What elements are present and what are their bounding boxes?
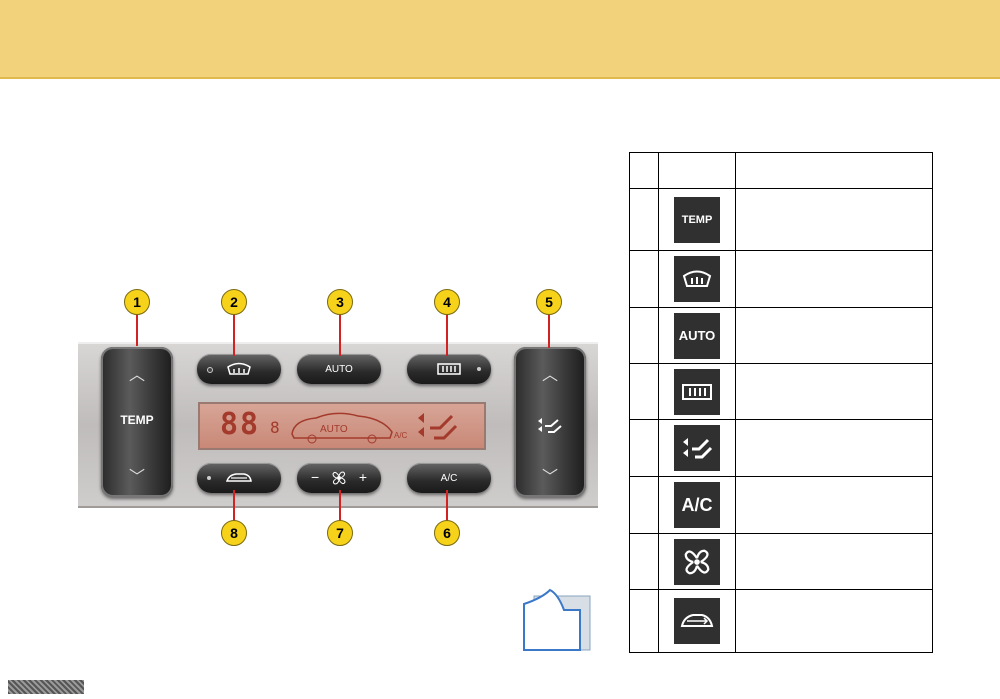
ac-icon-text: A/C [681,494,713,515]
callout-line [339,490,341,522]
legend-table: TEMP AUTO A/C [629,152,933,653]
callout-line [446,490,448,522]
table-cell [735,363,933,420]
callout-badge: 8 [221,520,247,546]
auto-icon-text: AUTO [678,328,716,343]
table-cell [629,188,659,251]
table-row: A/C [629,476,933,534]
table-cell [629,363,659,420]
temperature-decimal: 8 [270,418,280,437]
table-cell [629,152,659,189]
callout-badge: 4 [434,289,460,315]
air-distribution-icon [674,425,720,471]
table-row: AUTO [629,307,933,364]
table-row: TEMP [629,188,933,251]
fan-plus[interactable]: + [358,469,367,485]
table-cell [735,188,933,251]
table-cell [658,589,736,653]
air-distribution-icon [538,418,562,433]
table-row [629,250,933,308]
ac-button[interactable]: A/C [407,463,491,493]
callout-badge: 1 [124,289,150,315]
air-distribution-rocker[interactable]: ︿ ﹀ [514,347,586,497]
table-cell [658,152,736,189]
table-cell: AUTO [658,307,736,364]
table-cell [735,589,933,653]
lcd-auto-text: AUTO [320,424,348,435]
table-cell [629,250,659,308]
callout-line [136,310,138,346]
recirculation-button[interactable] [197,463,281,493]
windscreen-demist-icon [674,256,720,302]
windscreen-demist-icon [227,362,251,375]
indicator-light [207,367,213,373]
temp-icon: TEMP [674,196,720,243]
table-cell: A/C [658,476,736,534]
chevron-down-icon: ﹀ [128,467,145,486]
windscreen-demist-button[interactable] [197,354,281,384]
table-row [629,533,933,590]
indicator-light [477,367,481,371]
indicator-light [207,476,211,480]
table-cell [735,307,933,364]
temp-icon-text: TEMP [681,213,713,226]
table-cell [658,419,736,477]
car-outline-icon [291,412,393,444]
callout-line [548,310,550,348]
page-header-bar [0,0,1000,79]
table-cell [629,476,659,534]
table-cell [735,533,933,590]
callout-line [233,490,235,522]
table-cell [629,533,659,590]
callout-badge: 2 [221,289,247,315]
table-cell [735,419,933,477]
table-cell [658,250,736,308]
fan-speed-button[interactable]: − + [297,463,381,493]
callout-line [339,310,341,356]
recirculation-icon [674,598,720,644]
table-cell [658,363,736,420]
table-cell [629,419,659,477]
table-row [629,363,933,420]
chevron-up-icon: ︿ [128,365,145,384]
rear-screen-demist-icon [437,363,461,375]
table-cell [629,307,659,364]
temp-label: TEMP [120,413,154,427]
fan-icon [674,538,720,585]
fan-icon [332,471,346,485]
footer-strip [8,680,84,694]
callout-badge: 6 [434,520,460,546]
auto-button[interactable]: AUTO [297,354,381,384]
lcd-ac-text: A/C [394,431,408,440]
table-cell [629,589,659,653]
chevron-down-icon: ﹀ [541,467,558,486]
temp-rocker-left[interactable]: ︿ TEMP ﹀ [101,347,173,497]
rear-screen-demist-button[interactable] [407,354,491,384]
table-header-row [629,152,933,189]
chevron-up-icon: ︿ [541,365,558,384]
auto-icon: AUTO [674,312,720,359]
table-cell [735,152,933,189]
table-cell [658,533,736,590]
table-row [629,589,933,653]
callout-line [233,310,235,356]
lcd-air-distribution-icon [418,413,458,440]
lcd-display: 88 8 AUTO A/C [198,402,486,450]
ac-icon: A/C [674,482,720,528]
table-cell [735,476,933,534]
callout-badge: 5 [536,289,562,315]
fan-minus[interactable]: − [311,469,320,485]
callout-line [446,310,448,356]
callout-badge: 3 [327,289,353,315]
callout-badge: 7 [327,520,353,546]
recirculation-icon [225,473,252,482]
page-turn-icon[interactable] [520,588,594,654]
table-cell [735,250,933,308]
ac-label: A/C [440,472,458,484]
rear-screen-demist-icon [674,368,720,415]
temperature-digits: 88 [220,407,261,442]
table-cell: TEMP [658,188,736,251]
auto-label: AUTO [325,363,353,375]
table-row [629,419,933,477]
